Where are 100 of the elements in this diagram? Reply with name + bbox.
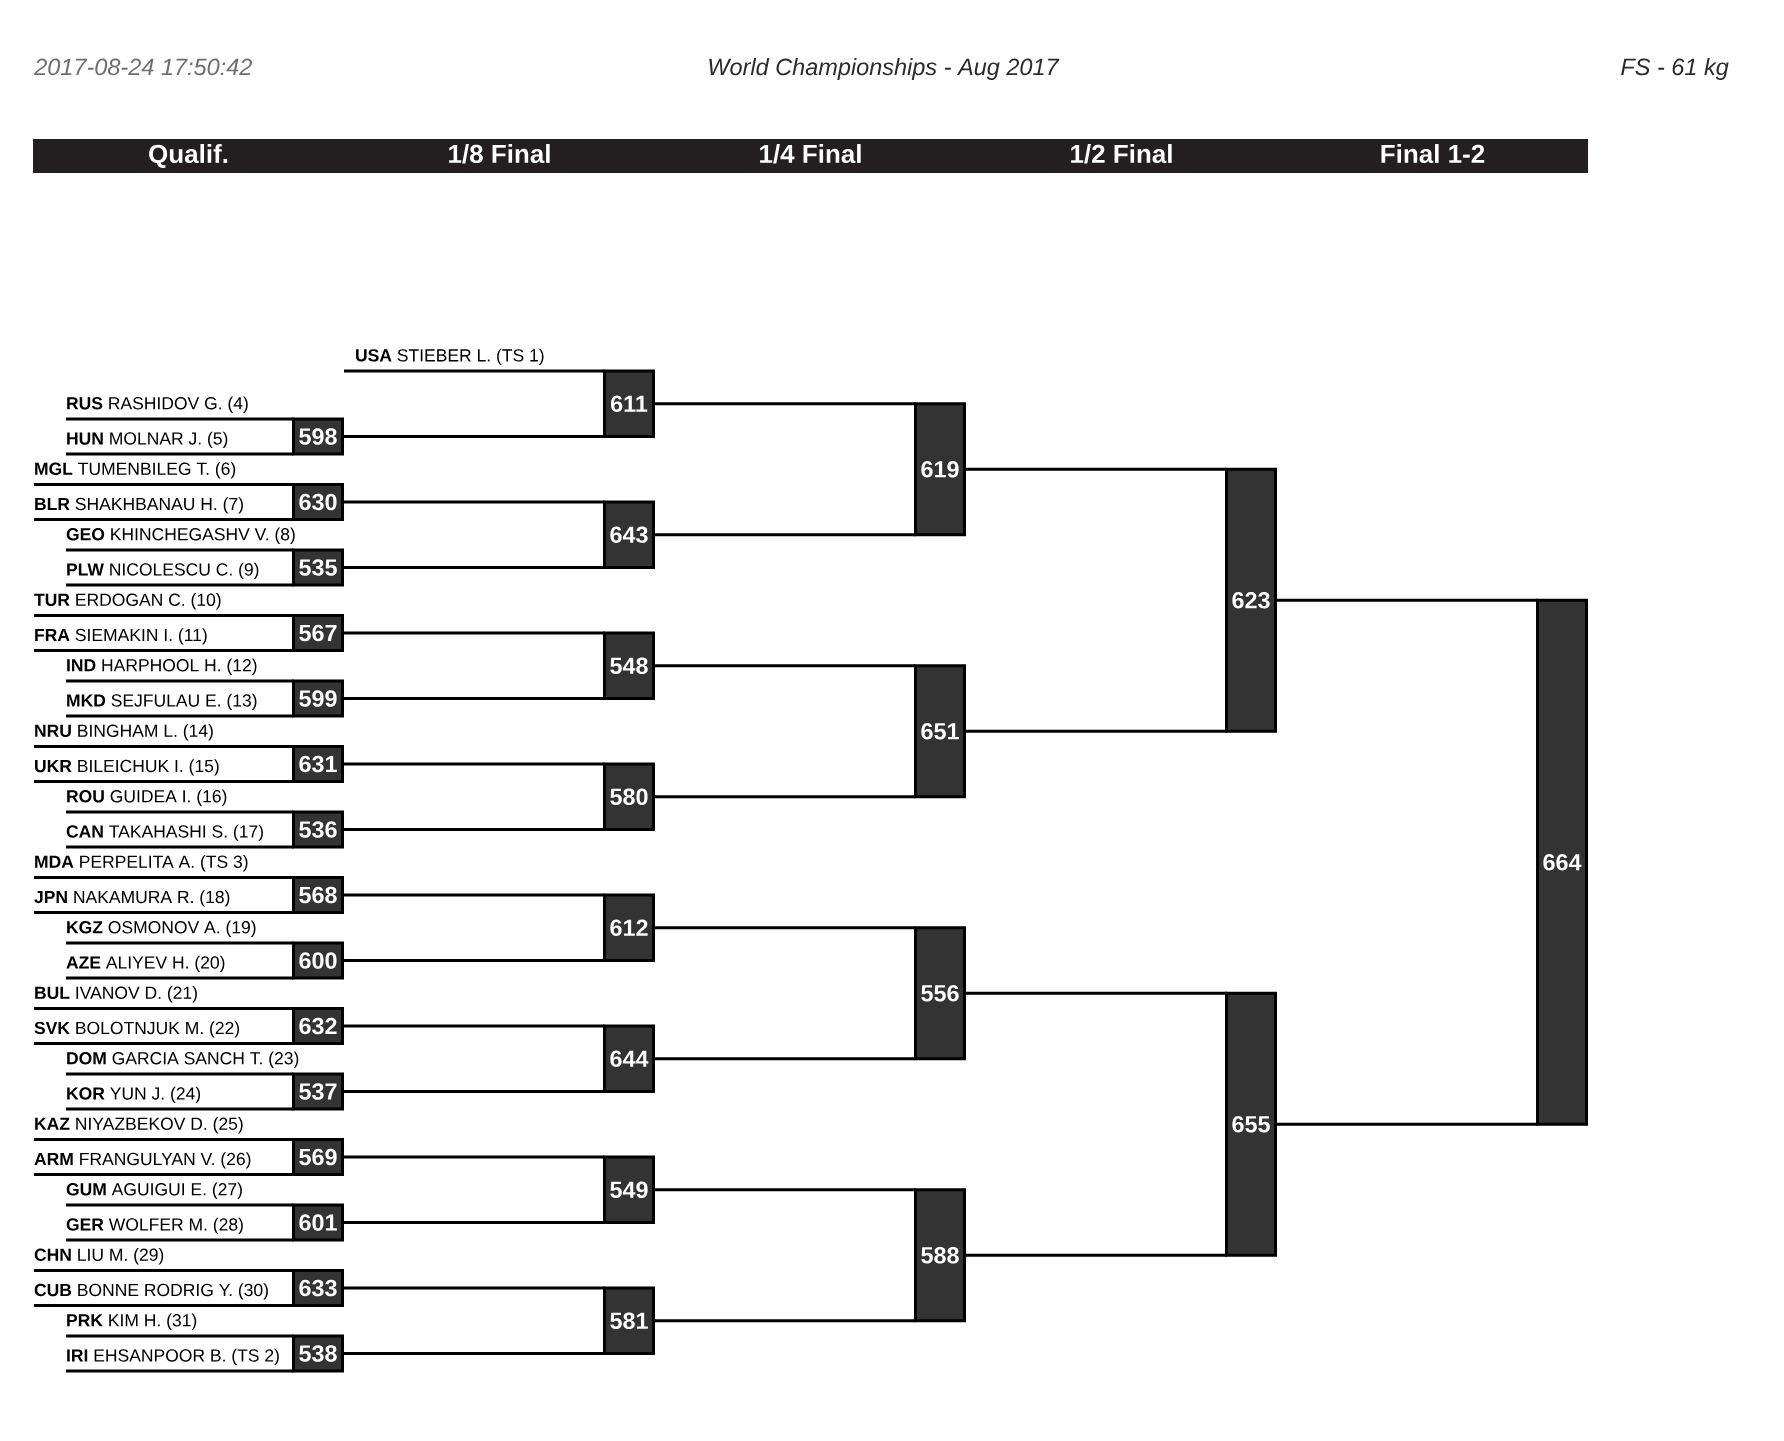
bracket-line [342,435,605,438]
competitor-name: SVK BOLOTNJUK M. (22) [34,1021,240,1038]
bracket-line [66,714,294,718]
match-number-box: 623 [1225,467,1277,733]
bracket-line [653,926,916,930]
bracket-line [342,631,605,635]
bracket-line [1275,598,1538,602]
bracket-line [34,1137,294,1141]
bracket-line [342,1286,605,1290]
bracket-line [653,1057,916,1061]
competitor-name: CHN LIU M. (29) [34,1248,164,1265]
bracket-line [34,911,294,915]
bracket-line [66,548,294,552]
match-number-box: 664 [1536,598,1588,1126]
match-number-box: 549 [603,1155,655,1224]
competitor-name: PRK KIM H. (31) [67,1313,197,1330]
bracket-line [66,941,294,945]
bracket-line [653,1319,916,1323]
bracket-line [34,518,294,522]
bracket-line [34,1304,294,1308]
match-number-box: 598 [292,417,344,456]
bracket-line [34,482,294,486]
competitor-name: RUS RASHIDOV G. (4) [67,396,248,413]
bracket-line [34,1173,294,1177]
match-number-box: 536 [292,810,344,849]
competitor-name: GEO KHINCHEGASHV V. (8) [66,527,295,544]
competitor-name: CUB BONNE RODRIG Y. (30) [34,1283,268,1300]
bracket-line [34,1268,294,1272]
match-number-box: 599 [292,679,344,718]
match-number-box: 630 [292,482,344,522]
bracket-line [34,780,294,784]
bracket-line [342,1155,605,1159]
competitor-name: DOM GARCIA SANCH T. (23) [67,1051,299,1068]
competitor-name: GUM AGUIGUI E. (27) [66,1182,242,1199]
competitor-name: GER WOLFER M. (28) [66,1217,243,1235]
match-number-box: 567 [292,613,344,653]
bracket-line [964,991,1227,995]
competitor-name: MGL TUMENBILEG T. (6) [35,462,236,479]
bracket-line [66,452,294,456]
competitor-name: KGZ OSMONOV A. (19) [67,920,256,937]
competitor-name: USA STIEBER L. (TS 1) [356,348,544,365]
match-number-box: 569 [292,1137,344,1177]
competitor-name: ROU GUIDEA I. (16) [67,789,227,806]
competitor-name: MKD SEJFULAU E. (13) [67,693,257,711]
match-number-box: 581 [603,1286,655,1355]
bracket-line [34,875,294,879]
bracket-line [66,1072,294,1076]
competitor-name: TUR ERDOGAN C. (10) [34,593,221,610]
competitor-name: KAZ NIYAZBEKOV D. (25) [35,1117,243,1134]
header-bar: Qualif. 1/8 Final 1/4 Final 1/2 Final Final 1-2 [33,139,1588,173]
bracket-line [66,583,294,587]
competitor-name: AZE ALIYEV H. (20) [66,955,225,973]
bracket-line [653,1188,916,1192]
bracket-line [344,369,605,373]
bracket-line [66,679,294,683]
match-number-box: 651 [914,664,966,799]
bracket-line [342,959,605,962]
competitor-name: ARM FRANGULYAN V. (26) [34,1152,251,1169]
bracket-line [66,417,294,421]
match-number-box: 600 [292,941,344,980]
bracket-line [66,1369,294,1373]
bracket-line [653,402,916,406]
bracket-line [342,500,605,504]
bracket-line [342,1352,605,1355]
match-number-box: 535 [292,548,344,587]
bracket-line [34,744,294,748]
bracket-line [66,1238,294,1242]
competitor-name: BLR SHAKHBANAU H. (7) [35,497,243,514]
bracket-line [342,566,605,569]
bracket-line [34,613,294,617]
bracket-line [653,664,916,668]
bracket-line [34,649,294,653]
match-number-box: 655 [1225,991,1277,1257]
competitor-name: JPN NAKAMURA R. (18) [34,890,230,907]
match-number-box: 538 [292,1334,344,1373]
competitor-name: MDA PERPELITA A. (TS 3) [35,855,248,872]
match-number-box: 588 [914,1188,966,1323]
match-number-box: 612 [603,893,655,962]
bracket-line [342,697,605,700]
competitor-name: BUL IVANOV D. (21) [35,986,197,1003]
page-title: World Championships - Aug 2017 [709,58,1060,80]
competitor-name: IRI EHSANPOOR B. (TS 2) [67,1348,279,1366]
bracket-line [1275,1122,1538,1126]
competitor-name: UKR BILEICHUK I. (15) [35,759,219,776]
bracket-line [342,893,605,897]
match-number-box: 631 [292,744,344,784]
bracket-line [342,1024,605,1028]
match-number-box: 580 [603,762,655,831]
bracket-line [34,1042,294,1046]
bracket-line [964,729,1227,733]
weight-class: FS - 61 kg [1621,58,1729,80]
match-number-box: 568 [292,875,344,915]
bracket-line [964,467,1227,471]
bracket-line [342,1090,605,1093]
match-number-box: 632 [292,1006,344,1046]
bracket-line [342,828,605,831]
match-number-box: 556 [914,926,966,1061]
match-number-box: 537 [292,1072,344,1111]
match-number-box: 633 [292,1268,344,1308]
bracket-line [653,533,916,537]
